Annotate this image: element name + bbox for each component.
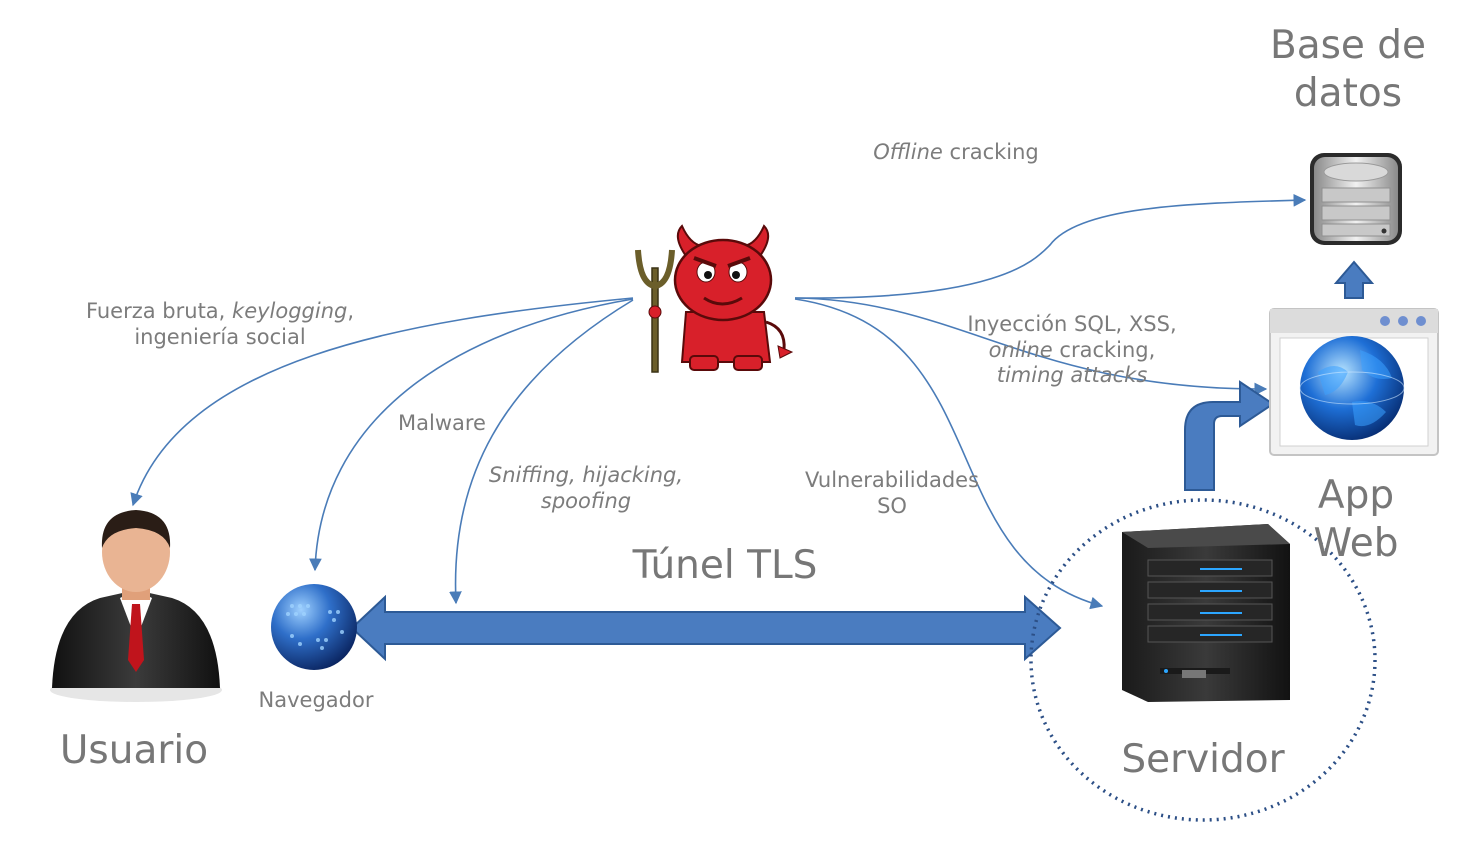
- brute-force-text: Fuerza bruta,: [85, 299, 233, 323]
- injection-line1: Inyección SQL, XSS,: [967, 312, 1177, 336]
- webapp-label: App Web: [1286, 472, 1426, 567]
- user-icon: [50, 510, 222, 702]
- cracking-word: cracking: [942, 140, 1039, 164]
- timing-attacks-text: timing attacks: [996, 363, 1148, 388]
- injection-label: Inyección SQL, XSS, online cracking, tim…: [952, 312, 1192, 389]
- social-engineering-text: ingeniería social: [134, 324, 306, 349]
- tls-tunnel-arrow: [350, 594, 1062, 662]
- keylogging-text: keylogging: [232, 299, 348, 323]
- brute-force-label: Fuerza bruta, keylogging, ingeniería soc…: [60, 299, 380, 350]
- server-label: Servidor: [1121, 737, 1285, 782]
- server-icon: [1122, 524, 1290, 702]
- arrow-to-database: [794, 193, 1307, 299]
- os-vulnerabilities-label: Vulnerabilidades SO: [786, 468, 998, 519]
- devil-icon: [635, 224, 794, 373]
- arrow-to-server: [794, 298, 1104, 610]
- vuln-line1: Vulnerabilidades: [804, 468, 980, 492]
- sniffing-line1: Sniffing, hijacking,: [488, 463, 684, 487]
- user-label: Usuario: [59, 728, 209, 773]
- webapp-window-icon: [1269, 308, 1439, 456]
- browser-label: Navegador: [258, 688, 374, 712]
- arrow-to-tunnel: [449, 299, 634, 605]
- server-zone-circle: [1029, 498, 1377, 822]
- webapp-label-line2: Web: [1313, 520, 1399, 566]
- database-label: Base de datos: [1248, 22, 1448, 117]
- browser-globe-icon: [271, 584, 357, 670]
- database-label-line2: datos: [1293, 70, 1403, 116]
- tunnel-label: Túnel TLS: [632, 543, 818, 588]
- online-word: online: [988, 337, 1053, 362]
- server-to-webapp-arrow: [1184, 380, 1275, 491]
- webapp-label-line1: App: [1317, 473, 1395, 518]
- database-icon: [1310, 153, 1402, 245]
- vuln-line2: SO: [877, 493, 907, 518]
- online-cracking-word: cracking,: [1052, 337, 1156, 362]
- malware-label: Malware: [398, 411, 486, 435]
- arrow-to-webapp: [794, 297, 1268, 396]
- brute-comma: ,: [347, 299, 355, 323]
- offline-word: Offline: [873, 140, 943, 164]
- webapp-to-database-arrow: [1333, 260, 1375, 299]
- arrow-to-user: [130, 297, 634, 507]
- database-label-line1: Base de: [1269, 23, 1427, 68]
- offline-cracking-label: Offline cracking: [846, 140, 1066, 164]
- sniffing-line2: spoofing: [540, 488, 632, 513]
- sniffing-label: Sniffing, hijacking, spoofing: [466, 463, 706, 514]
- arrow-to-browser: [308, 298, 634, 572]
